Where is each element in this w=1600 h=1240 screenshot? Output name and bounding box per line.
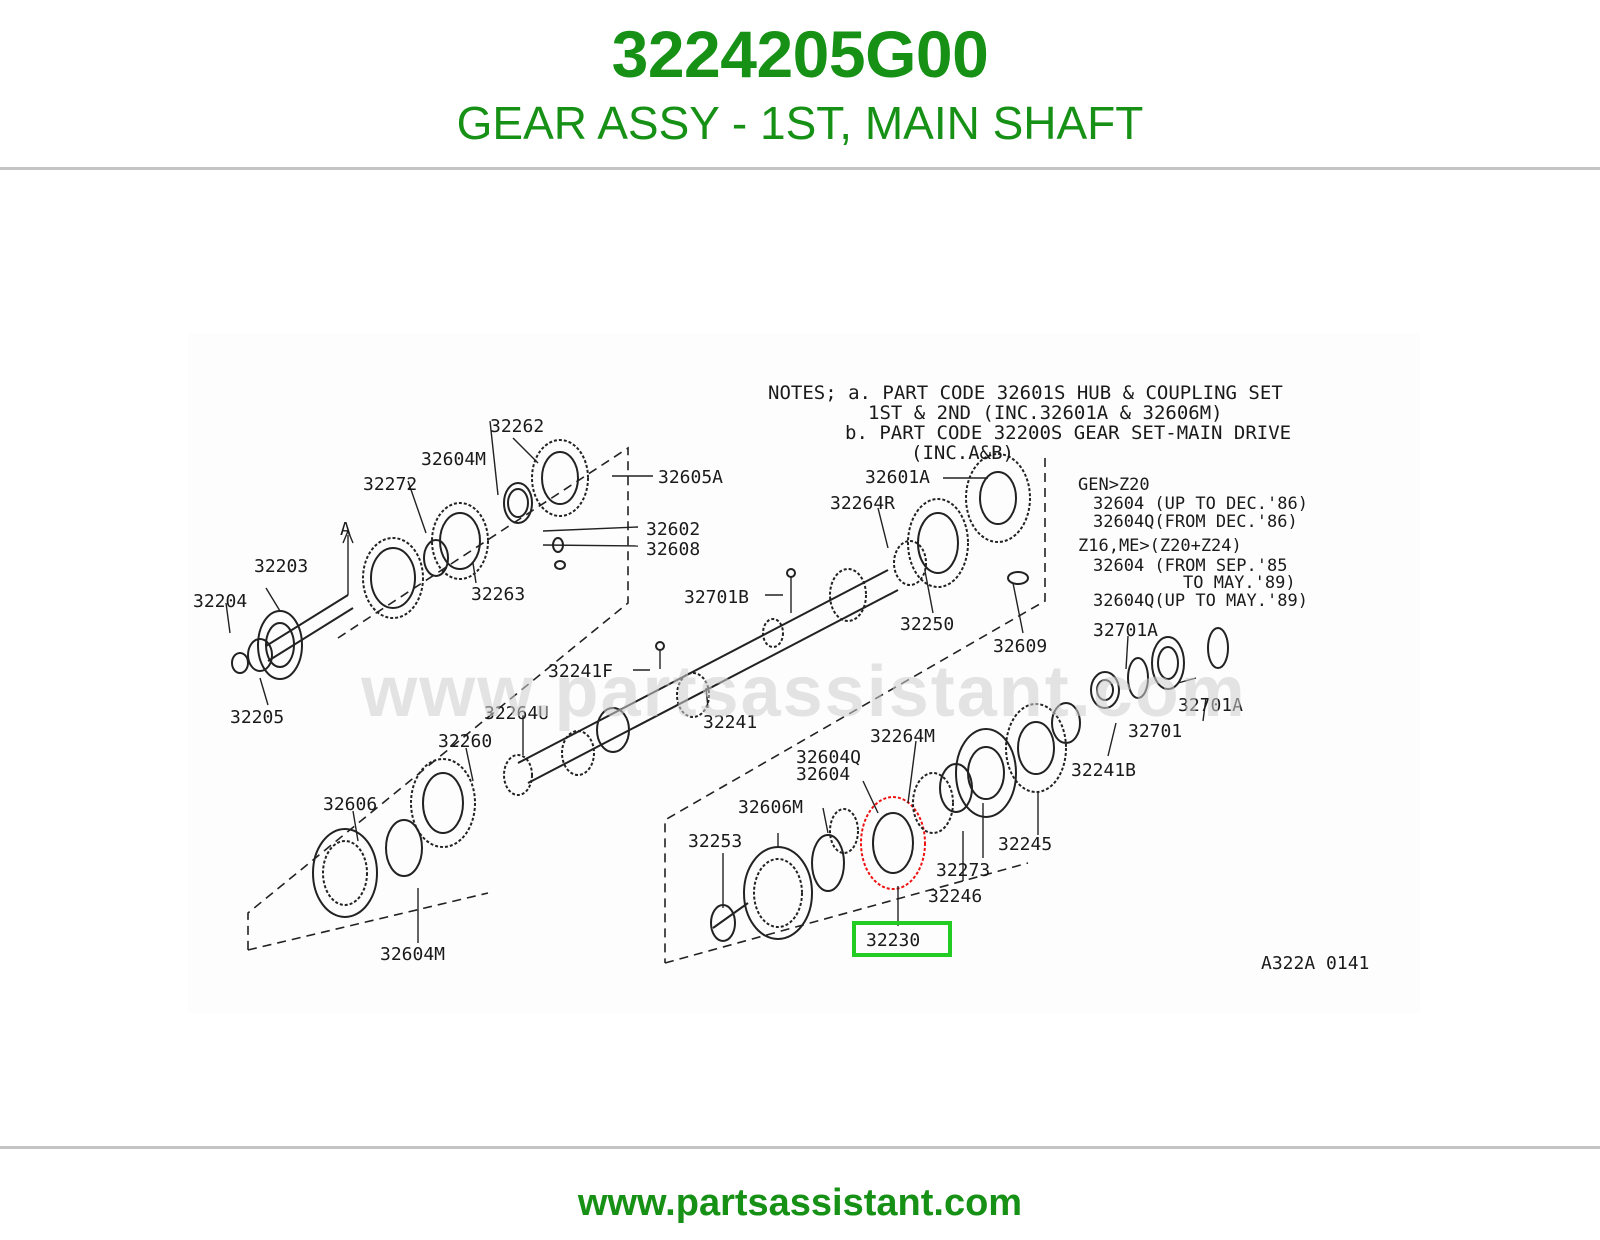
callout-32602: 32602 <box>646 519 700 540</box>
variant-line-4: Z16,ME>(Z20+Z24) <box>1078 536 1242 556</box>
callout-32608: 32608 <box>646 539 700 560</box>
note-line-3: b. PART CODE 32200S GEAR SET-MAIN DRIVE <box>845 422 1291 444</box>
variant-notes: GEN>Z20 32604 (UP TO DEC.'86) 32604Q(FRO… <box>1078 475 1308 611</box>
variant-line-5: 32604 (FROM SEP.'85 <box>1093 556 1287 576</box>
callout-32260: 32260 <box>438 731 492 752</box>
figure-code: A322A 0141 <box>1261 953 1369 974</box>
callout-32245: 32245 <box>998 834 1052 855</box>
part-description: GEAR ASSY - 1ST, MAIN SHAFT <box>456 97 1144 149</box>
diagram-notes: NOTES; a. PART CODE 32601S HUB & COUPLIN… <box>768 382 1291 464</box>
note-line-4: (INC.A&B) <box>911 442 1014 464</box>
part-callouts: 32262 32604M 32605A 32272 32602 32608 32… <box>193 416 1369 974</box>
callout-32273: 32273 <box>936 860 990 881</box>
highlighted-part-32230[interactable]: 32230 <box>852 921 952 957</box>
assembly-outline-left <box>247 446 629 951</box>
callout-32606M: 32606M <box>738 797 803 818</box>
variant-line-3: 32604Q(FROM DEC.'86) <box>1093 512 1298 532</box>
note-line-2: 1ST & 2ND (INC.32601A & 32606M) <box>868 402 1223 424</box>
callout-32264R: 32264R <box>830 493 895 514</box>
callout-32701: 32701 <box>1128 721 1182 742</box>
assembly-outline-right <box>664 458 1046 964</box>
footer-website-link[interactable]: www.partsassistant.com <box>577 1182 1023 1224</box>
footer-divider <box>0 1146 1600 1149</box>
callout-32253: 32253 <box>688 831 742 852</box>
callout-32701A-1: 32701A <box>1093 620 1158 641</box>
callout-32604: 32604 <box>796 764 850 785</box>
callout-32262: 32262 <box>490 416 544 437</box>
callout-32606: 32606 <box>323 794 377 815</box>
callout-32241B: 32241B <box>1071 760 1136 781</box>
callout-32204: 32204 <box>193 591 247 612</box>
callout-32203: 32203 <box>254 556 308 577</box>
callout-32241F: 32241F <box>548 661 613 682</box>
callout-32241: 32241 <box>703 712 757 733</box>
part-number-title: 3224205G00 <box>611 17 989 91</box>
callout-32246: 32246 <box>928 886 982 907</box>
parts-diagram: NOTES; a. PART CODE 32601S HUB & COUPLIN… <box>188 333 1420 1013</box>
header-divider <box>0 167 1600 170</box>
callout-32264M: 32264M <box>870 726 935 747</box>
variant-line-6: TO MAY.'89) <box>1183 573 1296 593</box>
callout-32205: 32205 <box>230 707 284 728</box>
callout-32230: 32230 <box>866 930 920 951</box>
callout-32263: 32263 <box>471 584 525 605</box>
exploded-view-drawing: NOTES; a. PART CODE 32601S HUB & COUPLIN… <box>193 382 1369 974</box>
callout-32264U: 32264U <box>484 703 549 724</box>
note-line-1: NOTES; a. PART CODE 32601S HUB & COUPLIN… <box>768 382 1283 404</box>
main-drive-shaft <box>231 439 589 680</box>
callout-32250: 32250 <box>900 614 954 635</box>
variant-line-7: 32604Q(UP TO MAY.'89) <box>1093 591 1308 611</box>
main-shaft <box>312 453 1031 918</box>
callout-32701B: 32701B <box>684 587 749 608</box>
variant-line-2: 32604 (UP TO DEC.'86) <box>1093 494 1308 514</box>
callout-32605A: 32605A <box>658 467 723 488</box>
callout-32604Q: 32604Q <box>796 747 861 768</box>
callout-32701A-2: 32701A <box>1178 695 1243 716</box>
highlight-box <box>852 921 952 957</box>
callout-32609: 32609 <box>993 636 1047 657</box>
leader-lines <box>225 420 1207 943</box>
callout-32604M-top: 32604M <box>421 449 486 470</box>
callout-32272: 32272 <box>363 474 417 495</box>
label-letter-a: A <box>340 519 351 540</box>
callout-32604M-bottom: 32604M <box>380 944 445 965</box>
callout-32601A: 32601A <box>865 467 930 488</box>
variant-line-1: GEN>Z20 <box>1078 475 1150 495</box>
